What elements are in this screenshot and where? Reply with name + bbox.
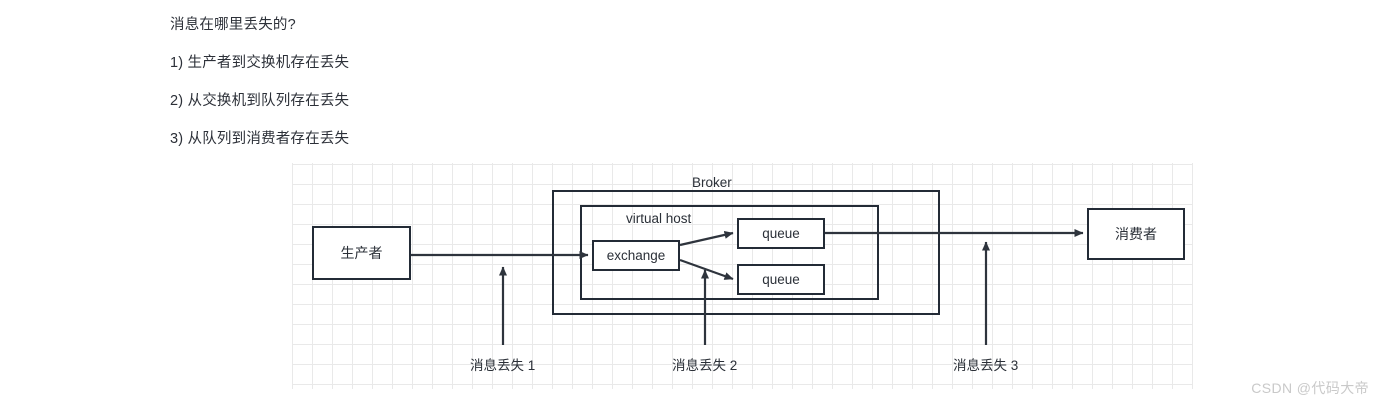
broker-container [552,190,940,315]
node-exchange-label: exchange [606,248,666,263]
notes-item-1: 1) 生产者到交换机存在丢失 [170,55,350,71]
notes-item-3: 3) 从队列到消费者存在丢失 [170,131,350,147]
csdn-watermark: CSDN @代码大帝 [1251,380,1369,396]
notes-item-2: 2) 从交换机到队列存在丢失 [170,93,350,109]
node-exchange[interactable]: exchange [592,240,680,271]
loss-label-3: 消息丢失 3 [953,358,1019,373]
virtual-host-label: virtual host [626,211,692,226]
node-producer-label: 生产者 [340,245,383,261]
loss-label-2: 消息丢失 2 [672,358,738,373]
node-consumer[interactable]: 消费者 [1087,208,1185,260]
diagram-canvas: Broker virtual host 生产者 exchange qu [292,163,1193,389]
connector-wires [411,229,1084,345]
node-queue-top[interactable]: queue [737,218,825,249]
loss-label-1: 消息丢失 1 [470,358,536,373]
node-producer[interactable]: 生产者 [312,226,411,280]
node-consumer-label: 消费者 [1115,226,1157,242]
broker-label: Broker [692,175,732,190]
notes-heading: 消息在哪里丢失的? [170,17,296,33]
node-queue-top-label: queue [762,226,800,241]
node-queue-bottom-label: queue [762,272,800,287]
notes-block: 消息在哪里丢失的? 1) 生产者到交换机存在丢失 2) 从交换机到队列存在丢失 … [170,6,430,158]
node-queue-bottom[interactable]: queue [737,264,825,295]
